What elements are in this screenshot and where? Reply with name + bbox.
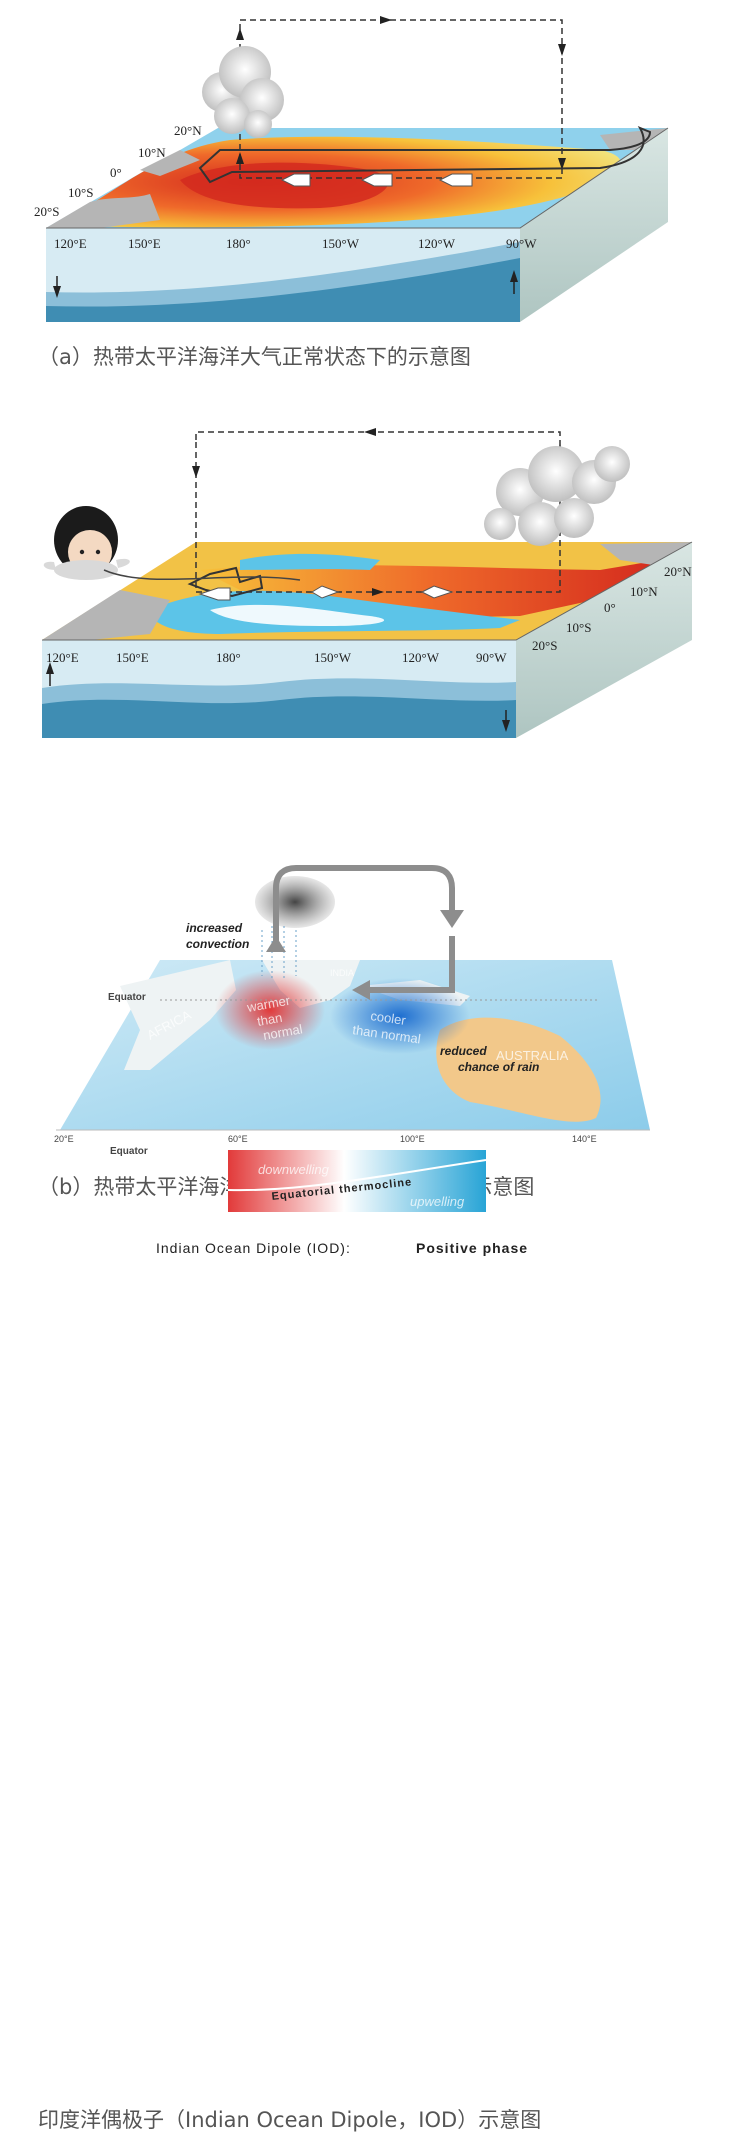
- lon-label-180: 180°: [216, 650, 241, 665]
- lat-label-10s: 10°S: [68, 185, 93, 200]
- walker-arrow-down: [558, 44, 566, 56]
- lat-label-20s: 20°S: [34, 204, 59, 219]
- lon-label-100e: 100°E: [400, 1134, 425, 1144]
- reduced-rain-label-1: reduced: [440, 1044, 487, 1058]
- circulation-arrow-down: [440, 910, 464, 928]
- lat-label-0: 0°: [110, 165, 122, 180]
- front-arrow-up: [510, 270, 518, 282]
- warmer-label-3: normal: [262, 1021, 304, 1043]
- lat-label-10n: 10°N: [630, 584, 658, 599]
- lon-label-120w: 120°W: [402, 650, 440, 665]
- land-northeast: [600, 542, 692, 566]
- lon-label-150w: 150°W: [322, 236, 360, 251]
- lon-label-90w: 90°W: [506, 236, 537, 251]
- panel-a-normal-conditions: 20°N 10°N 0° 10°S 20°S 120°E 150°E 180° …: [0, 0, 735, 369]
- circulation-arrow-up: [266, 936, 286, 952]
- increased-label: increased: [186, 921, 243, 935]
- front-arrow-down: [502, 720, 510, 732]
- panel-b-el-nino: 20°N 10°N 0° 10°S 20°S 120°E 150°E 180° …: [0, 420, 735, 1199]
- lat-label-20n: 20°N: [664, 564, 692, 579]
- sst-cool-white: [210, 604, 385, 626]
- lat-label-20n: 20°N: [174, 123, 202, 138]
- iod-title-prefix: Indian Ocean Dipole (IOD):: [156, 1240, 351, 1256]
- wind-arrows: [280, 173, 473, 187]
- australia-label: AUSTRALIA: [496, 1048, 569, 1063]
- deep-ocean: [42, 696, 516, 738]
- downwelling-label: downwelling: [258, 1162, 330, 1177]
- walker-circulation-loop: [239, 19, 563, 179]
- warm-anomaly: [215, 970, 325, 1050]
- walker-arrow-east: [380, 16, 392, 24]
- sst-red-core: [180, 162, 389, 209]
- lat-label-20s: 20°S: [532, 638, 557, 653]
- caption-a: （a）热带太平洋海洋大气正常状态下的示意图: [38, 345, 471, 369]
- circulation-surface-return: [368, 936, 455, 993]
- lat-label-0: 0°: [604, 600, 616, 615]
- land-west: [42, 590, 170, 640]
- el-nino-boy-figure: [43, 506, 301, 581]
- warmer-label-2: than: [256, 1010, 284, 1029]
- panel-c-iod: AFRICA INDIA AUSTRALIA Equator warmer th…: [0, 840, 735, 2132]
- lon-label-90w: 90°W: [476, 650, 507, 665]
- front-arrow-up: [46, 662, 54, 674]
- lon-label-20e: 20°E: [54, 1134, 74, 1144]
- lon-label-60e: 60°E: [228, 1134, 248, 1144]
- cooler-label-1: cooler: [370, 1008, 408, 1028]
- box-right-face: [520, 128, 668, 322]
- walker-arrow-east: [372, 588, 384, 596]
- lon-label-120e: 120°E: [54, 236, 87, 251]
- australia-landmass: [436, 1017, 601, 1122]
- lat-label-10s: 10°S: [566, 620, 591, 635]
- reduced-rain-label-2: chance of rain: [458, 1060, 539, 1074]
- trade-wind-current-arrow: [198, 126, 652, 184]
- caption-c: 印度洋偶极子（Indian Ocean Dipole，IOD）示意图: [38, 2108, 542, 2132]
- sst-cool-north: [240, 553, 380, 570]
- box-right-face: [516, 542, 692, 738]
- convective-cloud: [484, 446, 630, 546]
- convection-cloud: [255, 876, 335, 928]
- circulation-arrow-west: [352, 980, 370, 1000]
- land-northwest: [140, 150, 200, 176]
- convection-label: convection: [186, 937, 249, 951]
- panel-b-diagram: 20°N 10°N 0° 10°S 20°S 120°E 150°E 180° …: [42, 428, 693, 738]
- lon-label-150e: 150°E: [128, 236, 161, 251]
- lat-label-10n: 10°N: [138, 145, 166, 160]
- upwelling-label: upwelling: [410, 1194, 465, 1209]
- lon-label-140e: 140°E: [572, 1134, 597, 1144]
- convective-cloud: [202, 46, 284, 138]
- land-east: [600, 128, 668, 150]
- walker-arrow-up: [236, 28, 244, 40]
- equator-label-bottom: Equator: [110, 1146, 148, 1157]
- lon-label-150e: 150°E: [116, 650, 149, 665]
- walker-arrow-down-east: [558, 158, 566, 170]
- walker-arrow-up-west: [236, 152, 244, 164]
- walker-arrow-west: [364, 428, 376, 436]
- panel-c-diagram: AFRICA INDIA AUSTRALIA Equator warmer th…: [54, 865, 650, 1256]
- deep-ocean: [46, 258, 520, 322]
- land-west: [46, 194, 160, 228]
- thermocline-cross-section: [228, 1150, 486, 1212]
- india-label: INDIA: [330, 968, 354, 978]
- front-arrow-down: [53, 286, 61, 298]
- circulation-loop: [273, 865, 455, 950]
- lon-label-120e: 120°E: [46, 650, 79, 665]
- wind-arrows: [198, 585, 454, 601]
- rain-streaks: [261, 926, 297, 980]
- lon-label-150w: 150°W: [314, 650, 352, 665]
- lon-label-120w: 120°W: [418, 236, 456, 251]
- walker-arrow-down: [192, 466, 200, 478]
- panel-a-diagram: 20°N 10°N 0° 10°S 20°S 120°E 150°E 180° …: [34, 16, 669, 322]
- africa-landmass: [120, 960, 236, 1070]
- lon-label-180: 180°: [226, 236, 251, 251]
- iod-title-phase: Positive phase: [416, 1240, 528, 1256]
- equator-label-top: Equator: [108, 992, 146, 1003]
